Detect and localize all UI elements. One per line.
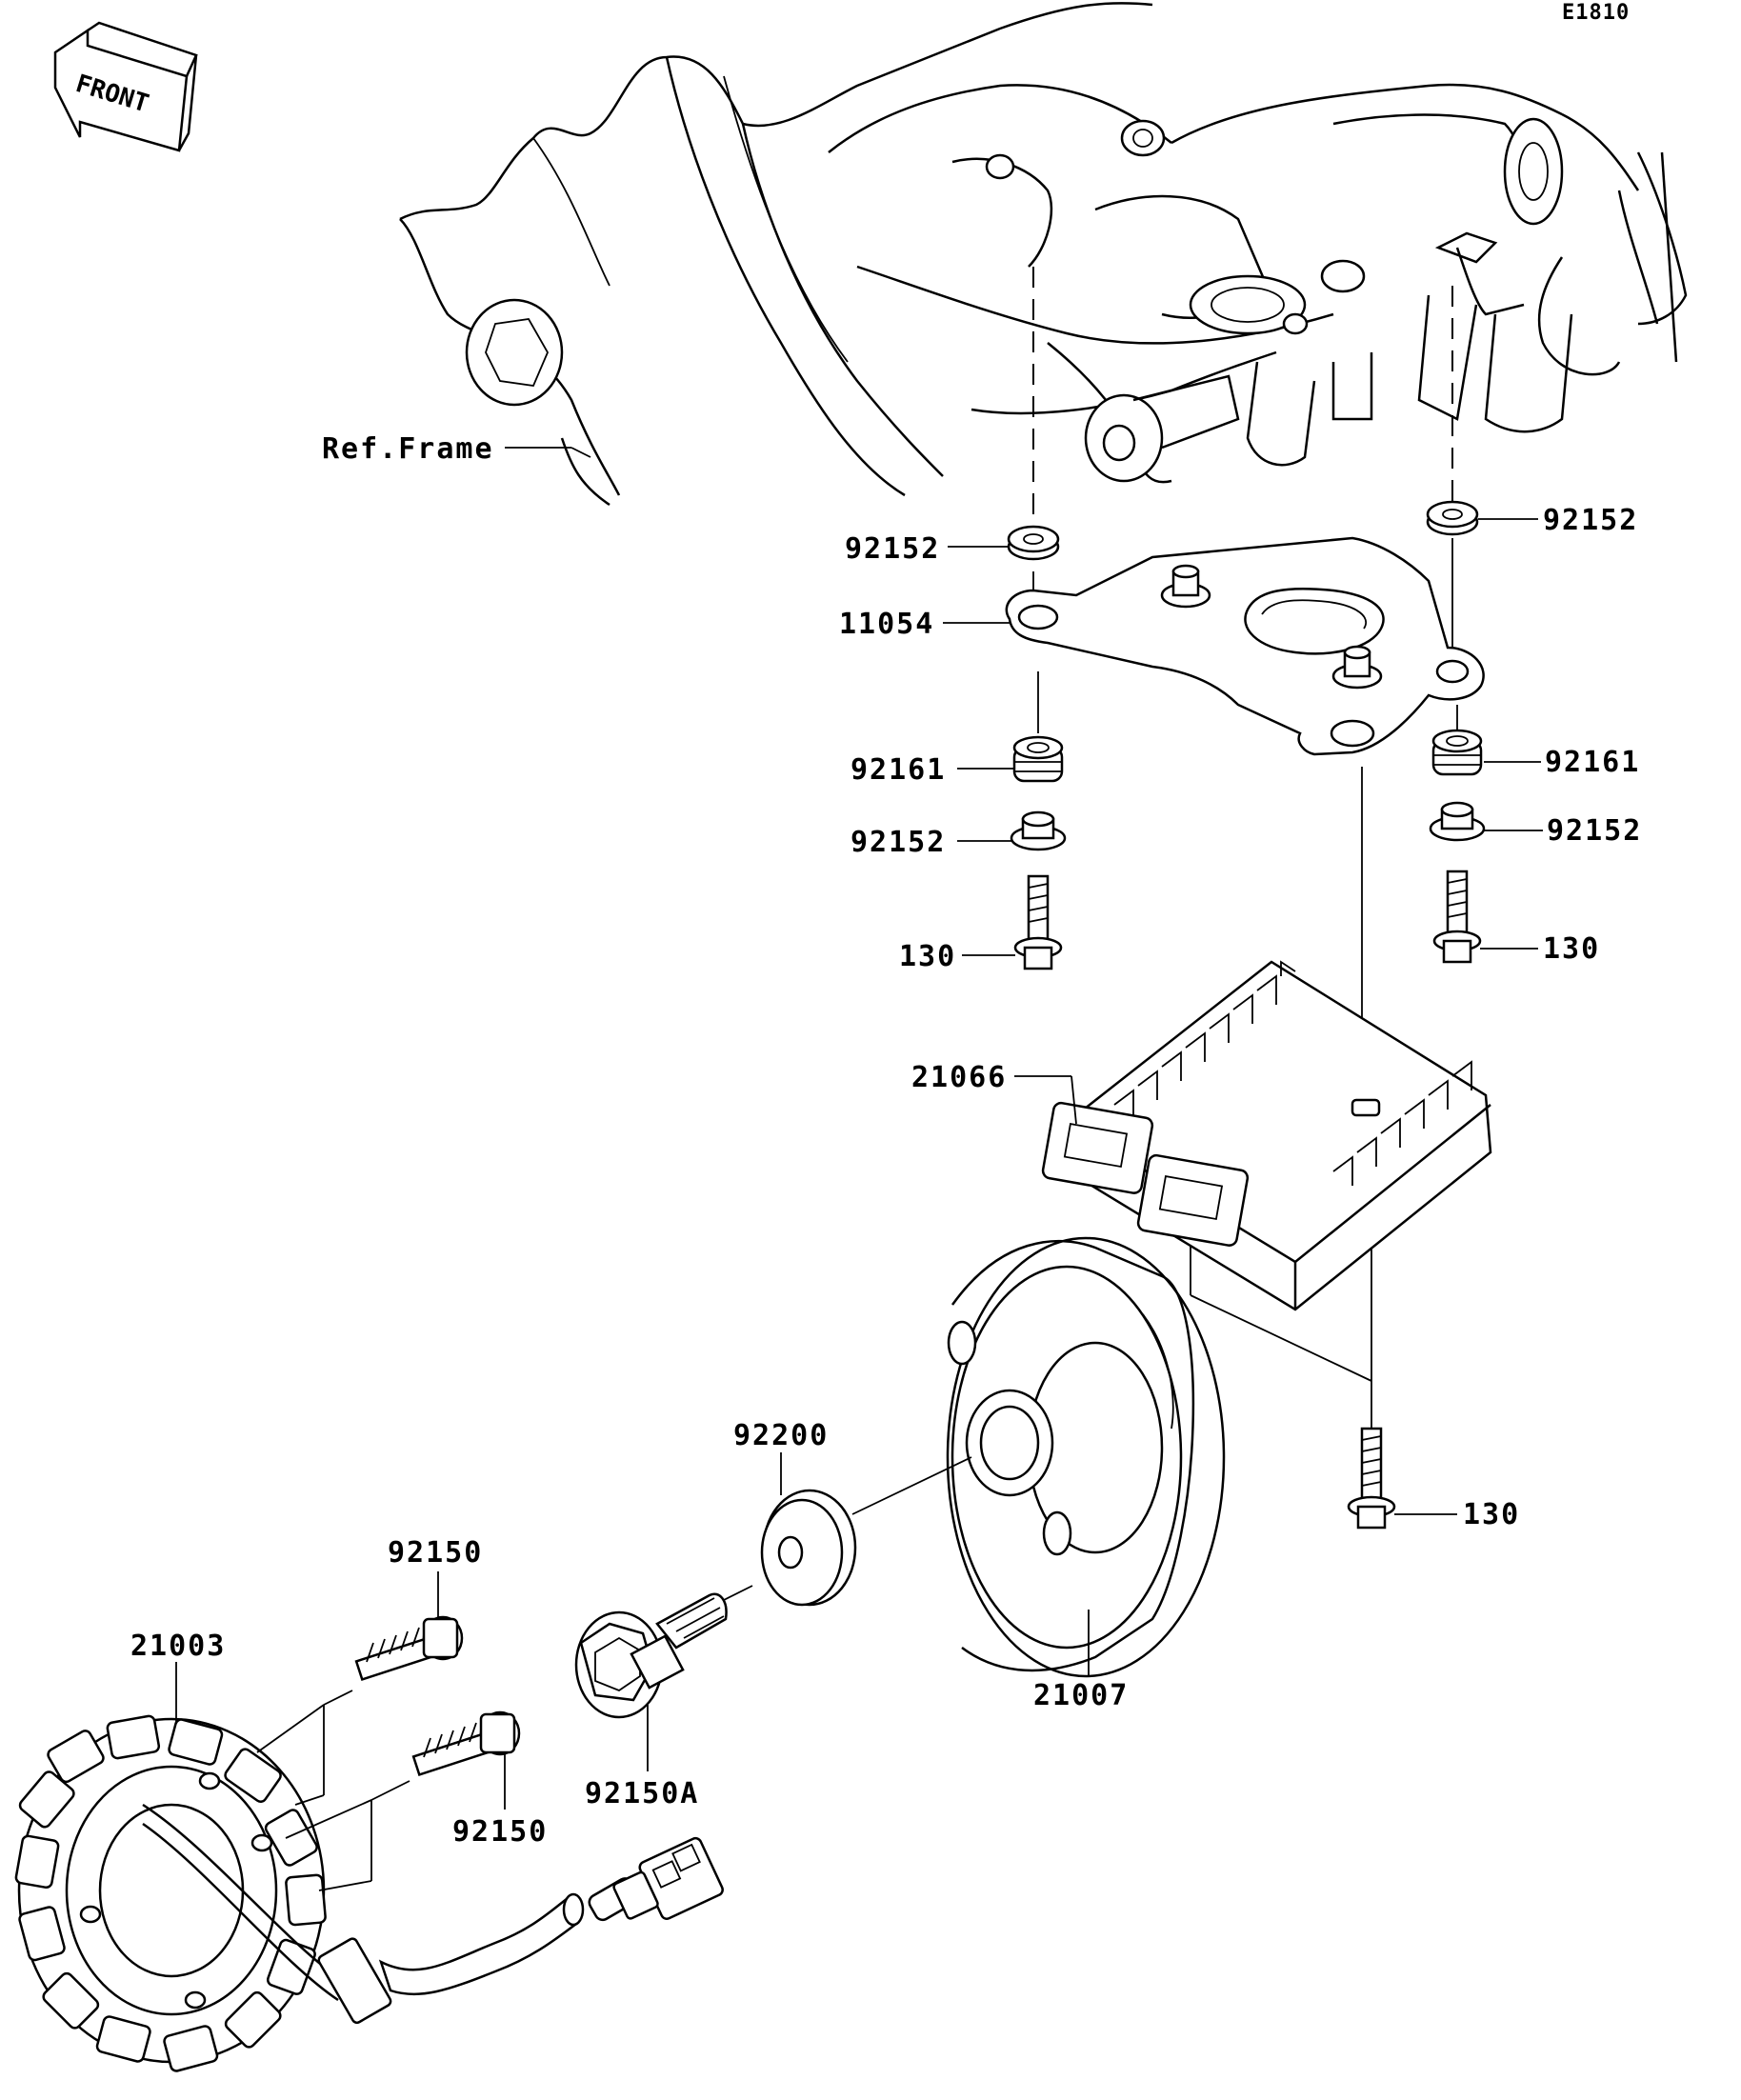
- callout-92161: 92161: [850, 753, 946, 787]
- callout-92152: 92152: [845, 532, 940, 566]
- stud-icon: [1331, 645, 1383, 690]
- connector-icon: [612, 1836, 724, 1920]
- callout-92152: 92152: [850, 826, 946, 859]
- callout-21066: 21066: [911, 1061, 1007, 1094]
- grommet-92161-left: [1012, 735, 1064, 783]
- bolt-130-right: [1432, 870, 1482, 964]
- ref-frame-label: Ref.Frame: [322, 432, 494, 466]
- callout-92150: 92150: [388, 1536, 483, 1570]
- callout-21007: 21007: [1033, 1679, 1129, 1712]
- collar-92152-left: [1010, 810, 1067, 851]
- flywheel-21007: [946, 1236, 1226, 1678]
- regulator-21066: [1041, 960, 1492, 1311]
- stud-icon: [1160, 564, 1211, 609]
- diagram-code: E1810: [1562, 1, 1630, 25]
- bolt-130-left: [1013, 874, 1063, 970]
- frame-outline: [399, 2, 1688, 507]
- callout-130: 130: [1463, 1498, 1520, 1531]
- callout-21003: 21003: [130, 1630, 226, 1663]
- screw-92150-lower: [411, 1710, 521, 1776]
- callout-92150: 92150: [452, 1815, 548, 1849]
- callout-92152: 92152: [1543, 504, 1638, 537]
- callout-130: 130: [1543, 932, 1600, 966]
- washer-92152-left: [1007, 525, 1060, 561]
- collar-92152-right: [1429, 801, 1486, 842]
- grommet-92161-right: [1431, 729, 1483, 776]
- heatsink-fins: [1113, 960, 1472, 1186]
- stator-21003: [14, 1714, 327, 2072]
- bracket-11054: [1005, 536, 1485, 756]
- stator-wire: [142, 1803, 724, 2025]
- callout-11054: 11054: [839, 608, 934, 641]
- callout-92152: 92152: [1547, 814, 1642, 848]
- spacer-92200: [760, 1489, 857, 1607]
- callout-92200: 92200: [733, 1419, 829, 1452]
- callout-92150A: 92150A: [585, 1777, 699, 1810]
- screw-92150-upper: [354, 1615, 464, 1681]
- front-arrow-icon: FRONT: [53, 21, 198, 152]
- bolt-130-lower: [1347, 1427, 1396, 1530]
- bolt-92150A: [574, 1592, 728, 1719]
- washer-92152-right: [1426, 500, 1479, 536]
- callout-92161: 92161: [1545, 746, 1640, 779]
- stator-coils: [14, 1714, 327, 2072]
- callout-130: 130: [899, 940, 956, 973]
